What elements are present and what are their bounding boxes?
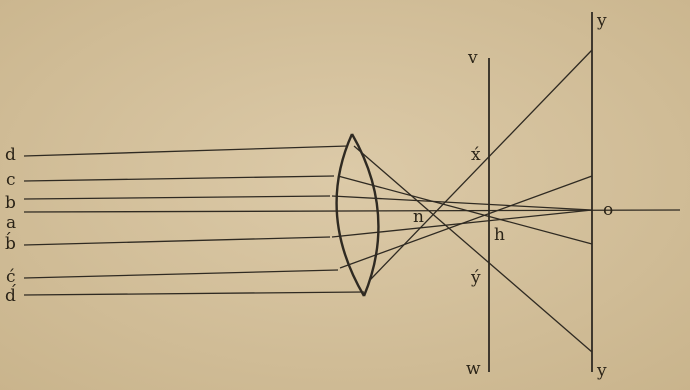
label-y-prime: ý (470, 268, 481, 288)
label-c: c (6, 170, 16, 190)
label-y-top: y (596, 11, 607, 31)
label-a: a (6, 213, 16, 233)
incident-ray-b-prime (23, 236, 331, 246)
label-v: v (467, 48, 478, 68)
incident-ray-c (23, 175, 335, 182)
incident-ray-d-prime (23, 291, 365, 296)
refracted-ray-b-prime (331, 209, 593, 238)
label-b-prime: b́ (5, 232, 16, 254)
label-w: w (466, 359, 481, 379)
refracted-ray-d-prime (369, 49, 593, 281)
label-y-bottom: y (596, 361, 607, 381)
label-c-prime: ć (6, 267, 16, 287)
label-d: d (5, 145, 16, 165)
incident-ray-d (23, 145, 349, 157)
refracted-ray-c (337, 175, 593, 245)
optical-axis (23, 209, 681, 213)
label-n: n (413, 207, 424, 227)
refracted-ray-d (353, 145, 593, 353)
incident-ray-c-prime (23, 269, 339, 279)
label-h: h (494, 225, 505, 245)
label-b: b (5, 193, 16, 213)
incident-ray-b (23, 195, 331, 200)
label-d-prime: d́ (5, 284, 16, 306)
label-x-prime: x́ (471, 145, 481, 165)
label-o: o (603, 200, 613, 220)
refracted-ray-b (331, 195, 593, 211)
refracted-ray-c-prime (339, 175, 593, 269)
